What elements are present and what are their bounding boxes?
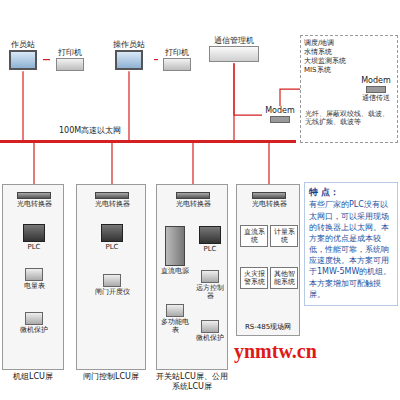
modem-icon	[270, 116, 290, 123]
device-node: 光电转换器	[11, 191, 57, 208]
bus-label: 100M高速以太网	[58, 126, 122, 135]
lcu-panel: 机组LCU屏光电转换器PLC电量表微机保护	[2, 184, 64, 370]
lcu-panel: 开关站LCU屏、公用系统LCU屏光电转换器PLC直流电源远方控制器多功能电表微机…	[156, 184, 228, 370]
device-node: 光电转换器	[87, 191, 137, 208]
server-icon	[209, 46, 259, 62]
device-label: 打印机	[50, 48, 90, 57]
device-label: 电量表	[11, 282, 57, 290]
device-node: 直流电源	[160, 225, 190, 275]
device-label: Modem	[262, 106, 298, 115]
device-label: 多功能电表	[160, 318, 190, 334]
box-label: 直流系统	[242, 228, 266, 244]
device-node: PLC	[11, 223, 57, 251]
device-node: 电量表	[11, 267, 57, 290]
system-item: 水情系统	[304, 48, 356, 57]
device-label: PLC	[87, 243, 137, 251]
plc-icon	[101, 224, 123, 242]
device-label: 微机保护	[11, 326, 57, 334]
switch-icon	[95, 192, 129, 199]
medium-note: 光纤、屏蔽双绞线、载波、无线扩频、载波等	[305, 110, 395, 126]
switch-icon	[176, 192, 210, 199]
monitor-icon	[115, 50, 143, 70]
feature-note: 特 点： 有些厂家的PLC没有以太网口，可以采用现场的转换器上以太网。本方案的优点…	[304, 182, 398, 306]
remote-systems-frame: 调度/地调水情系统大坝监测系统MIS系统光纤、屏蔽双绞线、载波、无线扩频、载波等…	[300, 35, 398, 143]
device-node: PLC	[193, 225, 227, 253]
meter-icon	[201, 320, 219, 333]
device-node: 远方控制器	[193, 269, 227, 300]
system-box: 火灾报警系统	[240, 267, 268, 289]
device-label: 直流电源	[160, 267, 190, 275]
cabinet-icon	[165, 226, 185, 266]
system-item: MIS系统	[304, 66, 356, 75]
note-body: 有些厂家的PLC没有以太网口，可以采用现场的转换器上以太网。本方案的优点是成本较…	[309, 199, 393, 300]
device-label: Modem	[357, 76, 395, 85]
connector-line	[43, 59, 50, 60]
device-node: 闸门开度仪	[87, 273, 137, 296]
box-label: 计量系统	[272, 228, 296, 244]
switch-icon	[252, 192, 286, 199]
note-title: 特 点：	[309, 187, 393, 197]
device-node: 光电转换器	[245, 191, 293, 208]
device-label: 微机保护	[193, 334, 227, 342]
ethernet-bus: 100M高速以太网	[0, 140, 296, 143]
device-node: Modem 通信传送	[357, 76, 395, 102]
panel-caption: RS-485现场网	[237, 323, 299, 331]
device-label: 作员站	[3, 40, 43, 49]
watermark: ynmtw.cn	[234, 340, 317, 363]
device-node: 操作员站	[104, 40, 154, 71]
panel-caption: 机组LCU屏	[0, 372, 67, 382]
plc-icon	[23, 224, 45, 242]
device-node: Modem	[262, 106, 298, 124]
device-label: 通信传送	[357, 94, 395, 102]
device-label: PLC	[193, 245, 227, 253]
device-label: 通信管理机	[204, 36, 264, 45]
device-node: 打印机	[50, 48, 90, 72]
device-node: 微机保护	[11, 311, 57, 334]
device-label: 打印机	[158, 48, 196, 57]
printer-icon	[56, 58, 84, 71]
system-box: 直流系统	[240, 225, 268, 247]
device-label: 光电转换器	[87, 200, 137, 208]
connector-line	[234, 63, 262, 115]
connector-line	[22, 71, 23, 140]
device-node: 作员站	[3, 40, 43, 71]
device-node: 多功能电表	[160, 303, 190, 334]
device-label: 闸门开度仪	[87, 288, 137, 296]
device-label: 光电转换器	[11, 200, 57, 208]
monitor-icon	[9, 50, 37, 70]
device-node: 光电转换器	[167, 191, 219, 208]
device-label: PLC	[11, 243, 57, 251]
lcu-panel: RS-485现场网光电转换器直流系统计量系统火灾报警系统其他智能系统	[236, 184, 300, 336]
plc-icon	[199, 226, 221, 244]
box-label: 火灾报警系统	[242, 270, 266, 286]
device-node: 通信管理机	[204, 36, 264, 63]
meter-icon	[166, 304, 184, 317]
device-node: 微机保护	[193, 319, 227, 342]
panel-caption: 开关站LCU屏、公用系统LCU屏	[153, 372, 231, 391]
meter-icon	[25, 312, 43, 325]
meter-icon	[25, 268, 43, 281]
box-label: 其他智能系统	[272, 270, 296, 286]
meter-icon	[201, 270, 219, 283]
printer-icon	[163, 58, 191, 71]
device-label: 远方控制器	[193, 284, 227, 300]
device-node: 打印机	[158, 48, 196, 72]
device-node: PLC	[87, 223, 137, 251]
device-label: 光电转换器	[245, 200, 293, 208]
device-label: 操作员站	[104, 40, 154, 49]
system-item: 大坝监测系统	[304, 57, 356, 66]
modem-icon	[366, 86, 386, 93]
connector-line	[128, 71, 129, 140]
panel-caption: 闸门控制LCU屏	[73, 372, 149, 382]
device-label: 光电转换器	[167, 200, 219, 208]
connector-line	[154, 59, 158, 60]
system-box: 其他智能系统	[270, 267, 298, 289]
lcu-panel: 闸门控制LCU屏光电转换器PLC闸门开度仪	[76, 184, 146, 370]
switch-icon	[17, 192, 51, 199]
meter-icon	[103, 274, 121, 287]
system-box: 计量系统	[270, 225, 298, 247]
system-item: 调度/地调	[304, 39, 356, 48]
